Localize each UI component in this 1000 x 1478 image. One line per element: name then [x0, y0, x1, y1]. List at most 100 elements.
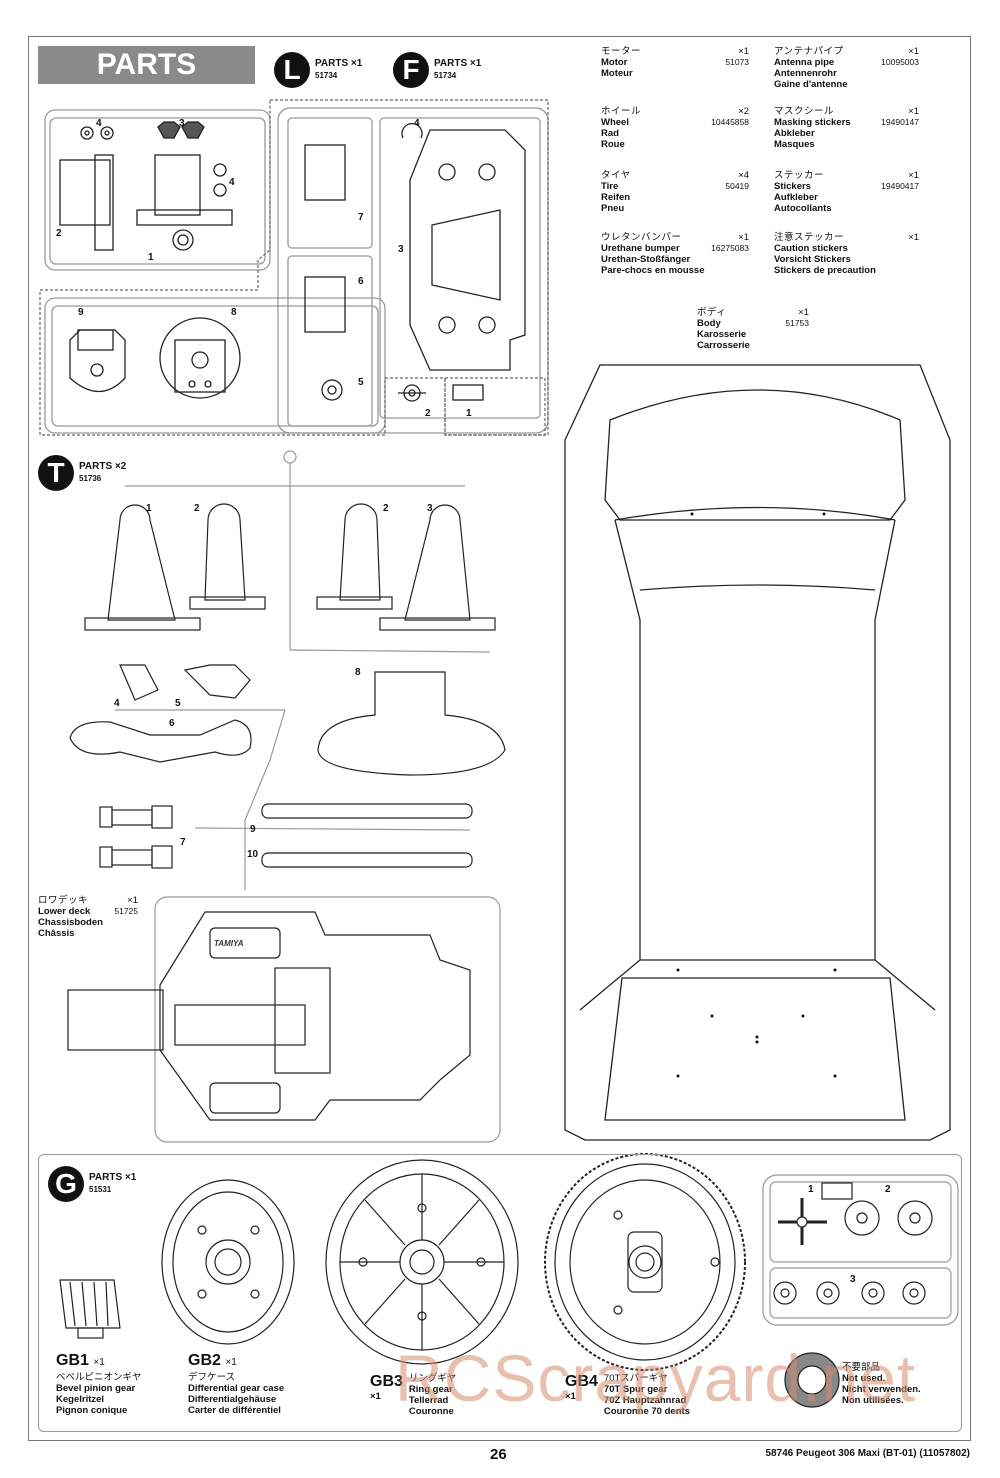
part-number: 10445858 — [711, 117, 749, 127]
part-name-de: Moteur — [601, 68, 633, 79]
gear-section-box — [38, 1154, 962, 1432]
part-qty: ×1 — [127, 895, 138, 906]
tamiya-logo: TAMIYA — [214, 939, 244, 948]
part-name-en: Motor — [601, 57, 628, 68]
part-number: 51725 — [114, 906, 138, 916]
gear-label-gb3: GB3×1 リングギヤ Ring gear Tellerrad Couronne — [370, 1373, 456, 1417]
gear-label-gb4: GB4×1 70Tスパーギヤ 70T Spur gear 70Z Hauptza… — [565, 1373, 690, 1417]
part-name-de: Karosserie — [697, 329, 747, 340]
part-name-jp: ボディ — [697, 307, 727, 318]
part-name-jp: マスクシール — [774, 106, 835, 117]
tree-letter-icon: L — [274, 52, 310, 88]
part-name-de: Reifen — [601, 192, 631, 203]
tree-letter-icon: G — [48, 1166, 84, 1202]
part-number-label: 1 — [148, 252, 154, 263]
gear-name-en: Differential gear case — [188, 1383, 285, 1394]
part-name-fr: Pneu — [601, 203, 625, 214]
part-number-label: 6 — [358, 276, 364, 287]
not-used-fr: Non utilisées. — [842, 1395, 904, 1406]
part-name-de: Vorsicht Stickers — [774, 254, 851, 265]
part-name-en: Antenna pipe — [774, 57, 835, 68]
part-name-jp: アンテナパイプ — [774, 46, 844, 57]
part-number-label: 2 — [885, 1184, 891, 1195]
part-number-label: 3 — [850, 1274, 856, 1285]
part-name-de: Antennenrohr — [774, 68, 837, 79]
gear-name-en: 70T Spur gear — [603, 1384, 668, 1395]
part-number-label: 1 — [146, 503, 152, 514]
part-name-fr: Masques — [774, 139, 815, 150]
part-name-de: Urethan-Stoßfänger — [601, 254, 691, 265]
part-number-label: 9 — [250, 824, 256, 835]
part-name-jp: ステッカー — [774, 170, 825, 181]
part-name-fr: Gaine d'antenne — [774, 79, 848, 90]
tree-label: PARTS ×1 — [434, 58, 482, 69]
gear-qty: ×1 — [225, 1357, 237, 1368]
gear-name-de: Kegelritzel — [56, 1394, 105, 1405]
gear-name-de: 70Z Hauptzahnrad — [603, 1395, 687, 1406]
gear-name-de: Differentialgehäuse — [188, 1394, 277, 1405]
part-number: 51753 — [785, 318, 809, 328]
part-name-de: Abkleber — [774, 128, 815, 139]
part-qty: ×1 — [798, 307, 809, 318]
gear-name-fr: Couronne — [408, 1406, 454, 1417]
part-name-fr: Stickers de precaution — [774, 265, 876, 276]
page-frame — [28, 36, 971, 1441]
gear-name-fr: Pignon conique — [56, 1405, 128, 1416]
part-number-label: 3 — [179, 118, 185, 129]
part-number-label: 5 — [175, 698, 181, 709]
part-name-en: Wheel — [601, 117, 629, 128]
part-number-label: 2 — [425, 408, 431, 419]
part-name-fr: Carrosserie — [697, 340, 750, 351]
part-qty: ×1 — [908, 106, 919, 117]
part-number: 10095003 — [881, 57, 919, 67]
gear-name-fr: Couronne 70 dents — [603, 1406, 690, 1417]
part-qty: ×1 — [738, 46, 749, 57]
tree-code: 51531 — [89, 1185, 112, 1194]
part-number-label: 8 — [355, 667, 361, 678]
gear-name-jp: リングギヤ — [408, 1373, 457, 1384]
part-name-fr: Châssis — [38, 928, 75, 939]
page-title: PARTS — [38, 46, 255, 84]
tree-label: PARTS ×2 — [79, 461, 127, 472]
part-number-label: 4 — [96, 118, 102, 129]
tree-badge-g: G PARTS ×1 51531 — [48, 1166, 136, 1202]
gear-qty: ×1 — [565, 1391, 576, 1402]
tree-code: 51734 — [434, 71, 457, 80]
part-name-en: Body — [697, 318, 721, 329]
part-number: 51073 — [725, 57, 749, 67]
gear-name-en: Bevel pinion gear — [56, 1383, 136, 1394]
not-used-jp: 不要部品 — [842, 1362, 881, 1373]
part-number-label: 4 — [414, 118, 420, 129]
not-used-en: Not used. — [842, 1373, 886, 1384]
part-number: 19490147 — [881, 117, 919, 127]
part-qty: ×4 — [738, 170, 749, 181]
gear-name-jp: 70Tスパーギヤ — [603, 1373, 668, 1384]
part-number: 19490417 — [881, 181, 919, 191]
page-number: 26 — [490, 1446, 507, 1463]
part-number-label: 7 — [358, 212, 364, 223]
gear-name-en: Ring gear — [408, 1384, 453, 1395]
gear-code: GB3 — [370, 1373, 403, 1390]
tree-label: PARTS ×1 — [89, 1172, 137, 1183]
gear-label-gb1: GB1 ×1 ベベルピニオンギヤ Bevel pinion gear Kegel… — [56, 1352, 142, 1416]
part-number: 50419 — [725, 181, 749, 191]
part-number-label: 4 — [229, 177, 235, 188]
part-number-label: 2 — [194, 503, 200, 514]
not-used-label: 不要部品 Not used. Nicht verwenden. Non util… — [842, 1362, 921, 1406]
not-used-de: Nicht verwenden. — [842, 1384, 921, 1395]
part-name-jp: 注意ステッカー — [774, 232, 845, 243]
gear-qty: ×1 — [370, 1391, 381, 1402]
part-number-label: 7 — [180, 837, 186, 848]
gear-qty: ×1 — [93, 1357, 105, 1368]
part-name-fr: Roue — [601, 139, 625, 150]
